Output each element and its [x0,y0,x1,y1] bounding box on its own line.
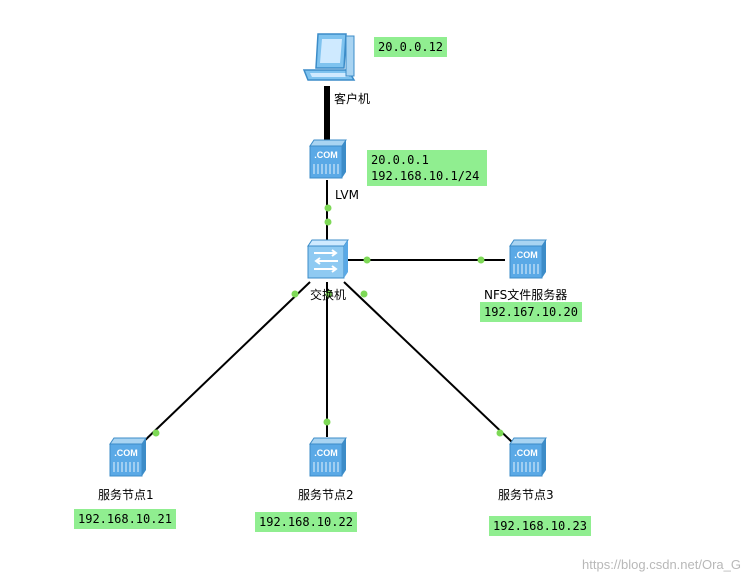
client-pc[interactable] [298,30,362,86]
server-icon-text: .COM [314,150,338,160]
service-node-1-label: 服务节点1 [98,488,154,502]
lvm-label: LVM [335,188,359,202]
service-node-2[interactable]: .COM [308,436,348,483]
server-icon: .COM [509,239,547,279]
server-icon-text: .COM [314,448,338,458]
port-dot [291,290,299,298]
service-node-3-ip: 192.168.10.23 [489,516,591,536]
port-dot [477,256,485,264]
port-dot [363,256,371,264]
nfs-label: NFS文件服务器 [484,288,568,302]
port-dot [324,218,332,226]
link-switch-node3 [343,281,513,443]
lvm-ip-line-1: 20.0.0.1 [371,153,429,167]
lvm-ip-line-2: 192.168.10.1/24 [371,169,480,183]
client-ip: 20.0.0.12 [374,37,448,57]
service-node-2-ip: 192.168.10.22 [255,512,357,532]
port-dot [360,290,368,298]
lvm-server[interactable]: .COM [308,138,348,185]
port-dot [152,429,160,437]
server-icon: .COM [509,437,547,477]
service-node-1[interactable]: .COM [108,436,148,483]
nfs-server[interactable]: .COM [508,238,548,285]
service-node-2-label: 服务节点2 [298,488,354,502]
service-node-3[interactable]: .COM [508,436,548,483]
switch-icon [307,239,349,279]
service-node-3-label: 服务节点3 [498,488,554,502]
watermark: https://blog.csdn.net/Ora_G [582,557,741,572]
port-dot [325,290,333,298]
port-dot [324,204,332,212]
pc-icon [302,33,356,81]
server-icon: .COM [309,139,347,179]
server-icon: .COM [309,437,347,477]
switch-label: 交换机 [310,288,347,302]
port-dot [496,429,504,437]
server-icon-text: .COM [514,448,538,458]
switch[interactable] [306,238,350,285]
server-icon: .COM [109,437,147,477]
link-switch-node1 [139,281,311,446]
nfs-ip: 192.167.10.20 [480,302,582,322]
port-dot [323,418,331,426]
server-icon-text: .COM [514,250,538,260]
lvm-ip: 20.0.0.1 192.168.10.1/24 [367,150,487,186]
service-node-1-ip: 192.168.10.21 [74,509,176,529]
server-icon-text: .COM [114,448,138,458]
client-label: 客户机 [334,92,371,106]
